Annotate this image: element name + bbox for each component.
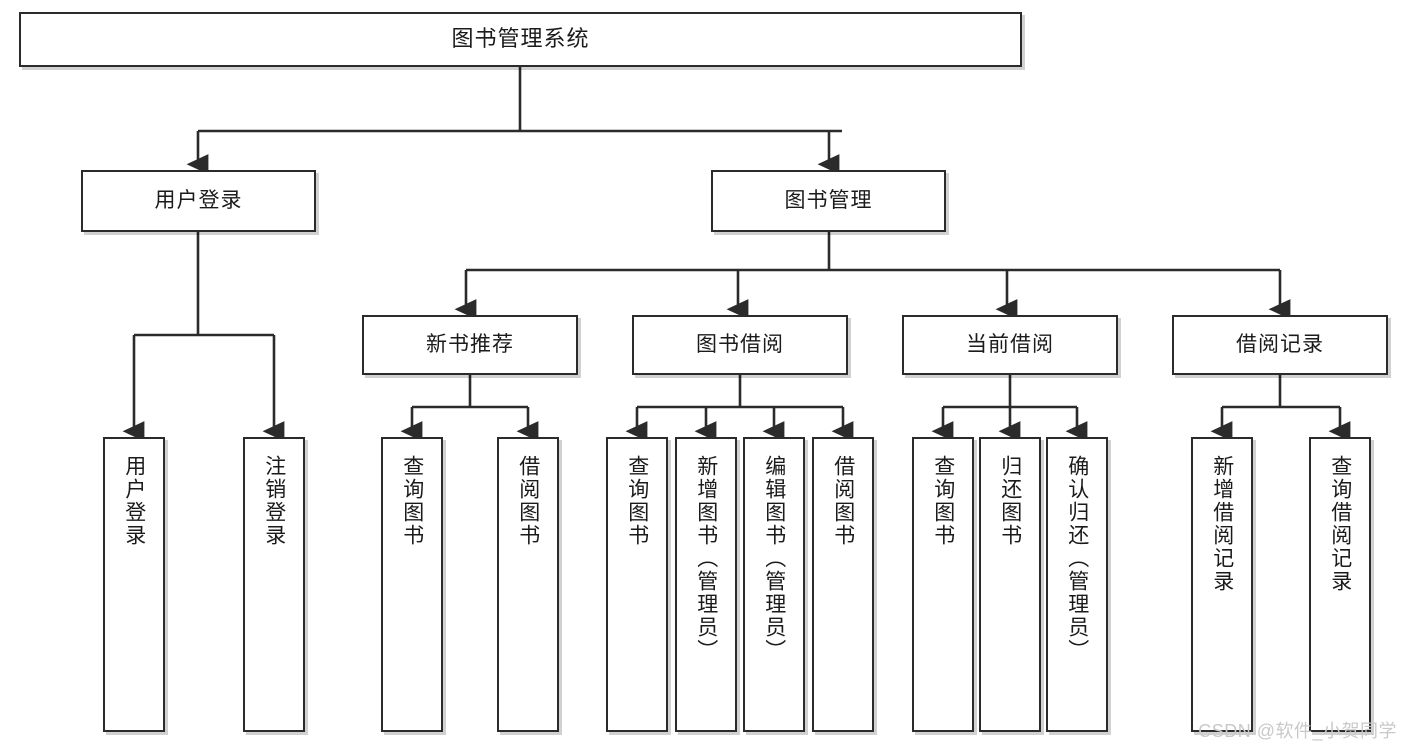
- leaf-add-borrow-record[interactable]: 新增借阅记录: [1191, 437, 1253, 732]
- leaf-logout[interactable]: 注销登录: [243, 437, 305, 732]
- leaf-add-book-admin[interactable]: 新增图书（管理员）: [675, 437, 737, 732]
- leaf-label: 归还图书: [998, 455, 1022, 547]
- leaf-label: 查询借阅记录: [1328, 455, 1352, 593]
- leaf-label: 用户登录: [122, 455, 146, 547]
- node-borrowing-record[interactable]: 借阅记录: [1172, 315, 1388, 375]
- leaf-label: 查询图书: [625, 455, 649, 547]
- node-root-book-management-system[interactable]: 图书管理系统: [19, 12, 1022, 67]
- leaf-label: 查询图书: [931, 455, 955, 547]
- leaf-query-book-newbook[interactable]: 查询图书: [381, 437, 443, 732]
- watermark-text: CSDN @软件_小贺同学: [1198, 721, 1397, 741]
- node-label: 图书管理系统: [451, 26, 590, 52]
- leaf-query-book-current[interactable]: 查询图书: [912, 437, 974, 732]
- leaf-borrow-book[interactable]: 借阅图书: [812, 437, 874, 732]
- leaf-label: 注销登录: [262, 455, 286, 547]
- leaf-borrow-book-newbook[interactable]: 借阅图书: [497, 437, 559, 732]
- leaf-label: 确认归还（管理员）: [1065, 455, 1089, 662]
- leaf-label: 查询图书: [400, 455, 424, 547]
- node-current-borrowing[interactable]: 当前借阅: [902, 315, 1118, 375]
- leaf-query-borrow-record[interactable]: 查询借阅记录: [1309, 437, 1371, 732]
- node-label: 图书借阅: [696, 333, 784, 357]
- leaf-edit-book-admin[interactable]: 编辑图书（管理员）: [743, 437, 805, 732]
- leaf-label: 新增图书（管理员）: [694, 455, 718, 662]
- node-label: 借阅记录: [1236, 333, 1324, 357]
- leaf-user-login[interactable]: 用户登录: [103, 437, 165, 732]
- node-label: 用户登录: [154, 189, 243, 213]
- leaf-query-book-borrow[interactable]: 查询图书: [606, 437, 668, 732]
- leaf-label: 编辑图书（管理员）: [762, 455, 786, 662]
- node-book-management[interactable]: 图书管理: [711, 170, 946, 232]
- leaf-label: 借阅图书: [516, 455, 540, 547]
- node-label: 新书推荐: [426, 333, 514, 357]
- leaf-confirm-return-admin[interactable]: 确认归还（管理员）: [1046, 437, 1108, 732]
- node-label: 当前借阅: [966, 333, 1054, 357]
- node-user-login[interactable]: 用户登录: [81, 170, 316, 232]
- leaf-return-book[interactable]: 归还图书: [979, 437, 1041, 732]
- leaf-label: 借阅图书: [831, 455, 855, 547]
- node-book-borrowing[interactable]: 图书借阅: [632, 315, 848, 375]
- node-label: 图书管理: [784, 189, 873, 213]
- leaf-label: 新增借阅记录: [1210, 455, 1234, 593]
- node-new-book-recommendation[interactable]: 新书推荐: [362, 315, 578, 375]
